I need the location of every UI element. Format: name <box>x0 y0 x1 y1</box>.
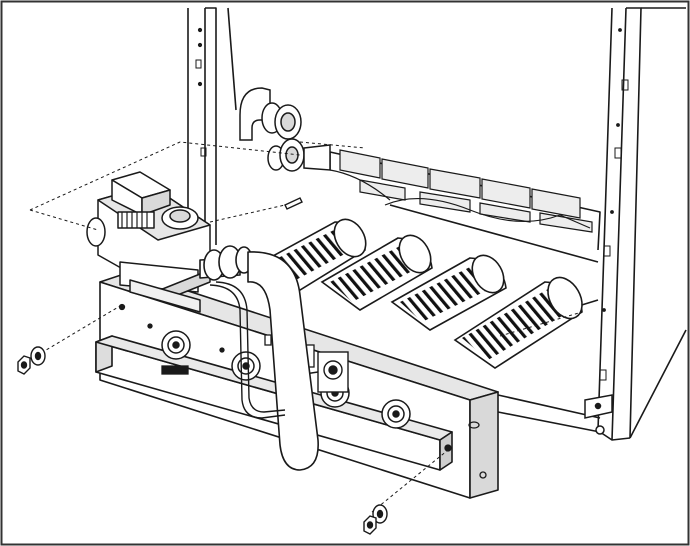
burner-tube-3 <box>390 254 507 331</box>
chamber-floor-base <box>497 394 601 419</box>
valve-inlet <box>86 217 106 247</box>
burner-tube-4 <box>453 276 583 369</box>
refractory-bricks <box>339 149 593 233</box>
gas-valve <box>86 171 211 313</box>
pipe-union-valve <box>203 245 253 281</box>
port-1 <box>161 330 191 360</box>
chamber-liner <box>384 198 591 229</box>
locator-pin <box>284 197 303 210</box>
nut-left <box>17 355 31 375</box>
fastener-left <box>17 346 46 375</box>
cabinet-right-side <box>629 329 687 439</box>
pilot-tube <box>209 284 286 419</box>
cabinet-foot-bracket <box>584 394 613 435</box>
cabinet-bottom-rail <box>497 411 631 441</box>
port-2 <box>231 351 261 381</box>
cabinet-right-post <box>597 7 642 441</box>
chamber-liner-2 <box>329 169 391 201</box>
chamber-floor-left <box>389 204 599 263</box>
nut-bottom <box>363 515 377 535</box>
pipe-union-fittings <box>239 87 331 172</box>
manifold-end-tab <box>469 391 499 499</box>
cabinet-holes <box>195 27 629 381</box>
supply-elbow <box>247 251 319 471</box>
pilot-assembly <box>277 351 349 393</box>
gas-supply-pipe <box>199 245 319 471</box>
port-4 <box>381 399 411 429</box>
washer-left <box>30 346 46 366</box>
valve-grille <box>121 212 148 228</box>
fastener-bottom <box>363 504 388 535</box>
burner-tube-2 <box>320 234 433 311</box>
cabinet-left-post-inner <box>227 7 237 111</box>
